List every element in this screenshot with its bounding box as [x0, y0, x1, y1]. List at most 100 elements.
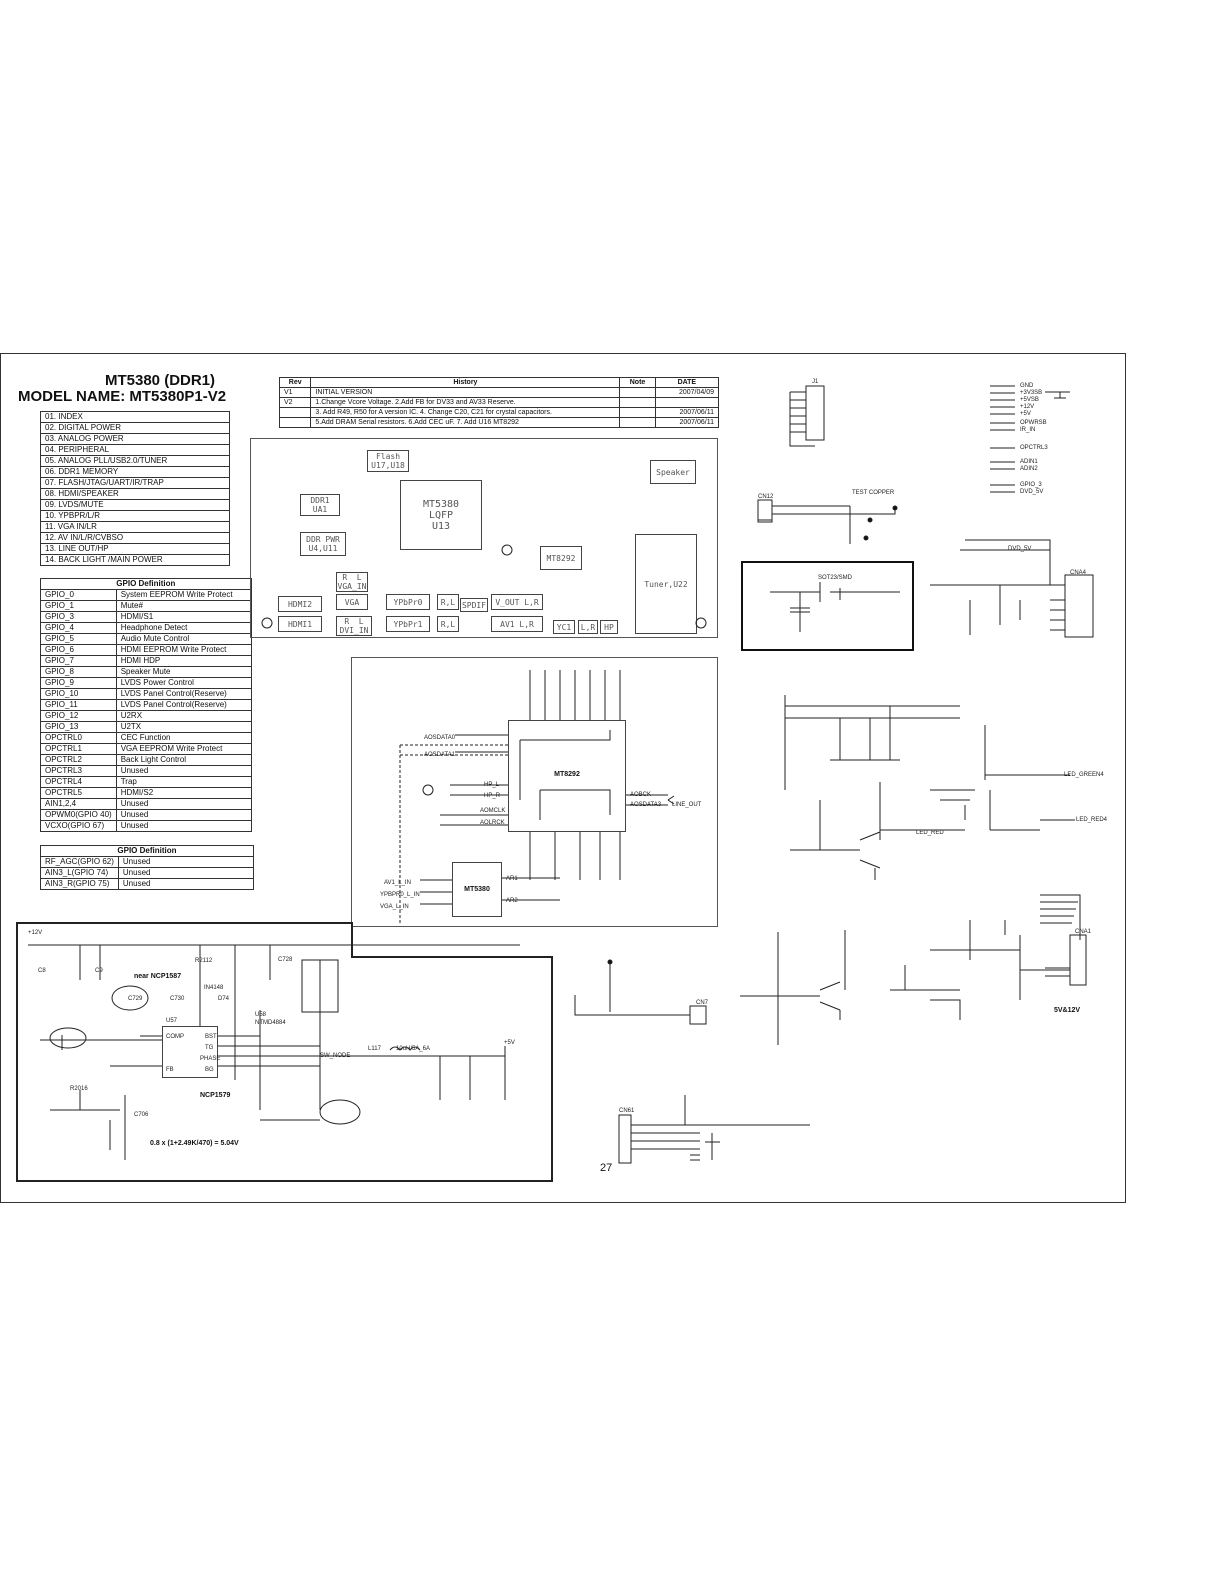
- gpio-pin: AIN3_R(GPIO 75): [40, 878, 119, 890]
- voltage-formula: 0.8 x (1+2.49K/470) = 5.04V: [150, 1140, 239, 1147]
- dvd-5v-label: DVD_5V: [1008, 546, 1032, 552]
- spdif-block: SPDIF: [460, 598, 488, 612]
- power-part-label: BST: [205, 1034, 217, 1040]
- audio-label: AOLRCK: [480, 820, 505, 826]
- power-part-label: L117: [368, 1046, 381, 1052]
- power-part-label: U58: [255, 1012, 267, 1018]
- j1-signal: OPWRSB: [1020, 420, 1047, 426]
- connector-cn12-label: CN12: [758, 494, 774, 500]
- j1-signal: GND: [1020, 383, 1034, 389]
- dvi-in-block: R L DVI_IN: [336, 616, 372, 636]
- power-part-label: +5V: [504, 1040, 515, 1046]
- schematic-title: MT5380 (DDR1): [105, 372, 216, 389]
- j1-signal: +12V: [1020, 404, 1035, 410]
- j1-signal: +3V3SB: [1020, 390, 1043, 396]
- history-cell: [278, 417, 312, 428]
- page-number: 27: [600, 1162, 613, 1174]
- history-cell: 2007/06/11: [654, 417, 720, 428]
- j1-signal: OPCTRL3: [1020, 445, 1048, 451]
- ypbpr1-block: YPbPr1: [386, 616, 430, 632]
- audio-label: LINE_OUT: [672, 802, 702, 808]
- dvd-power-switch-frame: [741, 561, 914, 651]
- gpio-function: Unused: [115, 820, 252, 832]
- history-row: 5.Add DRAM Serial resistors. 6.Add CEC u…: [278, 417, 720, 428]
- led-label: LED_RED: [916, 830, 944, 836]
- sot-label: SOT23/SMD: [818, 575, 853, 581]
- power-part-label: C8: [38, 968, 46, 974]
- index-row: 14. BACK LIGHT /MAIN POWER: [40, 554, 230, 566]
- ddr1-block: DDR1 UA1: [300, 494, 340, 516]
- schematic-sheet-border: [0, 353, 1126, 1203]
- power-part-label: NTMD4884: [255, 1020, 286, 1026]
- power-part-label: C706: [134, 1112, 149, 1118]
- vout-block: V_OUT L,R: [491, 594, 543, 610]
- led-green-label: LED_GREEN4: [1064, 772, 1104, 778]
- power-part-label: 10uH/5A_6A: [396, 1046, 431, 1052]
- power-part-label: IN4148: [204, 985, 224, 991]
- audio-label: HP_R: [484, 793, 501, 799]
- power-part-label: C729: [128, 996, 143, 1002]
- vga-in-block: R L VGA_IN: [336, 572, 368, 592]
- hdmi2-block: HDMI2: [278, 596, 322, 612]
- connector-j1-label: J1: [812, 379, 819, 385]
- j1-signal: ADIN1: [1020, 459, 1038, 465]
- connector-cn7-label: CN7: [696, 1000, 709, 1006]
- lr-block: L,R: [578, 620, 598, 634]
- mt8292-block: MT8292: [540, 546, 582, 570]
- audio-label: AOSDATA1: [424, 752, 456, 758]
- power-part-label: C730: [170, 996, 185, 1002]
- hdmi1-block: HDMI1: [278, 616, 322, 632]
- audio-label: AR1: [506, 876, 518, 882]
- audio-label: VGA_L_IN: [380, 904, 409, 910]
- board-layout-frame: [250, 438, 718, 638]
- audio-label: AV1_L_IN: [384, 880, 411, 886]
- j1-signal: +5VSB: [1020, 397, 1039, 403]
- power-part-label: FB: [166, 1067, 174, 1073]
- rl1-block: R,L: [437, 594, 459, 610]
- gpio-row: VCXO(GPIO 67)Unused: [40, 820, 252, 832]
- power-part-label: PHASE: [200, 1056, 221, 1062]
- power-part-label: COMP: [166, 1034, 184, 1040]
- hp-block: HP: [600, 620, 618, 634]
- tuner-block: Tuner,U22: [635, 534, 697, 634]
- ypbpr0-block: YPbPr0: [386, 594, 430, 610]
- history-cell: [619, 417, 656, 428]
- audio-mt8292-chip: MT8292: [508, 720, 626, 832]
- power-part-label: C728: [278, 957, 293, 963]
- power-part-label: TG: [205, 1045, 214, 1051]
- yc1-block: YC1: [553, 620, 575, 634]
- j1-signal: GPIO_3: [1020, 482, 1042, 488]
- flash-block: Flash U17,U18: [367, 450, 409, 472]
- gpio-function: Unused: [117, 878, 254, 890]
- ncp1579-chip: [162, 1026, 218, 1078]
- gpio-pin: VCXO(GPIO 67): [40, 820, 117, 832]
- test-copper-label: TEST COPPER: [852, 490, 895, 496]
- power-part-label: BG: [205, 1067, 214, 1073]
- power-part-label: R2016: [70, 1086, 88, 1092]
- gpio-row: AIN3_R(GPIO 75)Unused: [40, 878, 254, 890]
- mt5380-chip-block: MT5380 LQFP U13: [400, 480, 482, 550]
- j1-signal: +5V: [1020, 411, 1031, 417]
- power-part-label: +12V: [28, 930, 43, 936]
- led-red-label: LED_RED4: [1076, 817, 1108, 823]
- audio-label: AR2: [506, 898, 518, 904]
- audio-routing-frame: [351, 657, 718, 927]
- index-entry: 14. BACK LIGHT /MAIN POWER: [40, 554, 230, 566]
- j1-signal: ADIN2: [1020, 466, 1038, 472]
- audio-label: AOMCLK: [480, 808, 506, 814]
- ddr-pwr-block: DDR PWR U4,U11: [300, 532, 346, 556]
- power-part-label: D74: [218, 996, 230, 1002]
- vga-block: VGA: [336, 594, 368, 610]
